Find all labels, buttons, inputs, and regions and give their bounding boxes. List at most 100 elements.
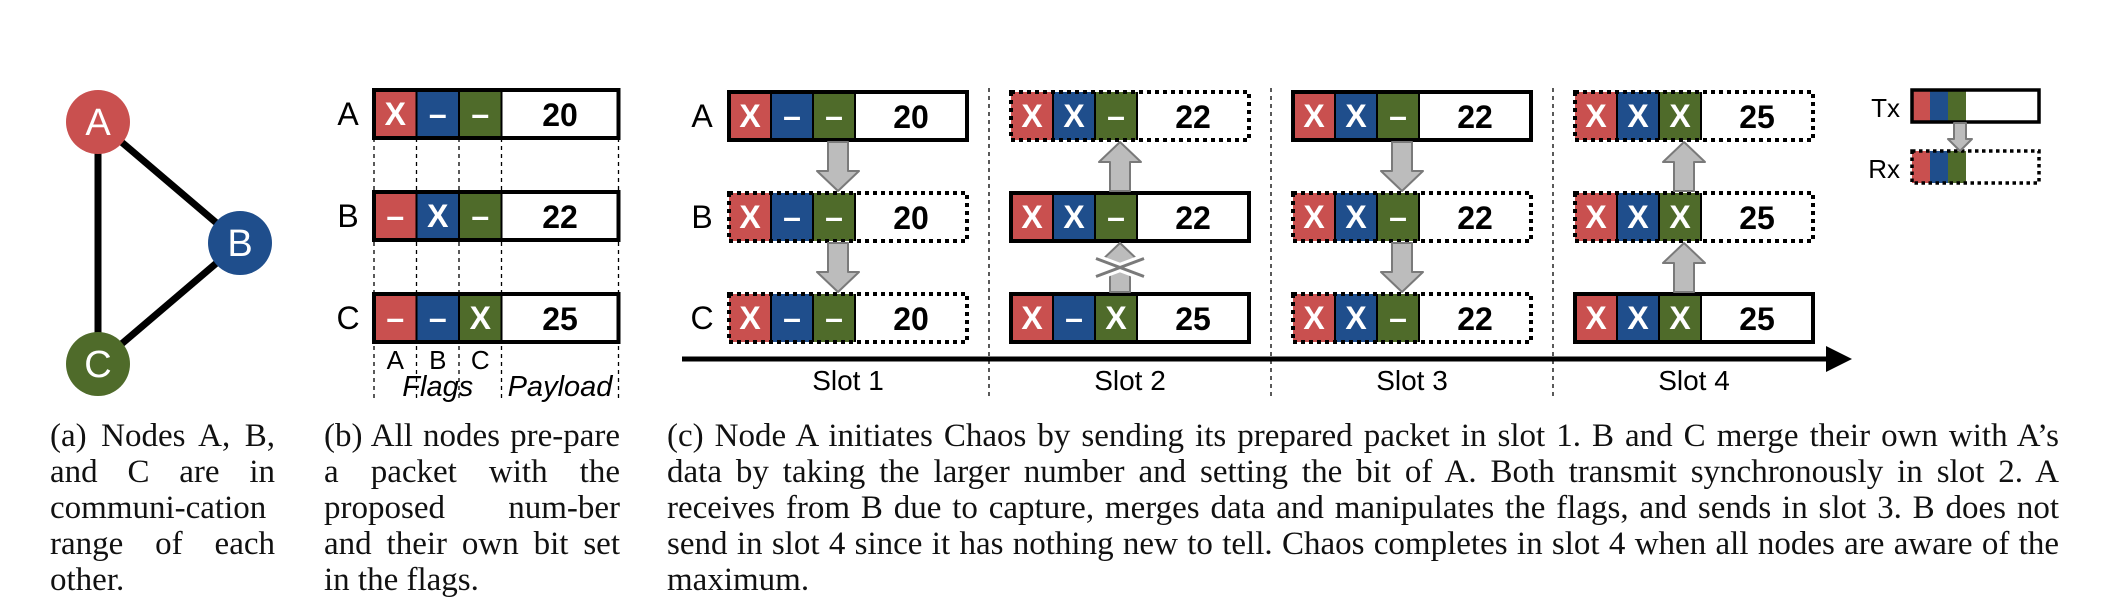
packet-frame-rx bbox=[1291, 292, 1533, 344]
flag-cell bbox=[1011, 193, 1053, 241]
legend-rx-label: Rx bbox=[1868, 154, 1900, 184]
slot-label: Slot 1 bbox=[812, 365, 884, 396]
flag-value: X bbox=[1021, 300, 1043, 336]
flag-value: X bbox=[470, 300, 492, 336]
flag-cell bbox=[374, 294, 417, 342]
legend-flag bbox=[1912, 90, 1930, 122]
flag-cell bbox=[1659, 294, 1701, 342]
arrow-C-to-B bbox=[1662, 242, 1706, 293]
flag-value: – bbox=[783, 98, 801, 134]
payload-value: 22 bbox=[1175, 200, 1211, 236]
row-label-B: B bbox=[337, 198, 358, 234]
packet-frame-tx bbox=[1291, 90, 1533, 142]
packet-frame-tx bbox=[1009, 292, 1251, 344]
packet-frame-rx bbox=[1573, 191, 1815, 243]
flag-cell bbox=[1053, 294, 1095, 342]
flag-cell bbox=[729, 294, 771, 342]
flag-cell bbox=[1659, 92, 1701, 140]
flag-cell bbox=[771, 294, 813, 342]
packet-frame-tx bbox=[727, 90, 969, 142]
arrow-B-to-A bbox=[1662, 141, 1706, 192]
flag-cell bbox=[1095, 193, 1137, 241]
legend-flag bbox=[1948, 90, 1966, 122]
flag-value: X bbox=[739, 300, 761, 336]
flag-cell bbox=[813, 193, 855, 241]
caption-a: (a) Nodes A, B, and C are in communi-cat… bbox=[50, 418, 275, 598]
flag-cell bbox=[729, 193, 771, 241]
row-label-A: A bbox=[337, 96, 359, 132]
flag-cell bbox=[1617, 92, 1659, 140]
node-label-A: A bbox=[85, 102, 111, 144]
flag-value: – bbox=[471, 198, 489, 234]
flag-cell bbox=[1377, 92, 1419, 140]
flag-value: X bbox=[1063, 98, 1085, 134]
slot-row-label-C: C bbox=[690, 300, 713, 336]
flag-value: X bbox=[1345, 300, 1367, 336]
payload-value: 22 bbox=[1457, 301, 1493, 337]
packet-frame-tx bbox=[1009, 191, 1251, 243]
packet-frame-tx bbox=[372, 88, 621, 140]
legend-arrow bbox=[1947, 122, 1973, 152]
flag-value: X bbox=[1669, 300, 1691, 336]
flag-cell bbox=[1095, 294, 1137, 342]
flag-cell bbox=[1575, 193, 1617, 241]
flag-cell bbox=[1011, 92, 1053, 140]
legend-flag bbox=[1948, 151, 1966, 183]
packet-b-A: X––20 bbox=[372, 88, 621, 140]
flag-cell bbox=[1617, 193, 1659, 241]
flag-value: X bbox=[1021, 199, 1043, 235]
flag-value: – bbox=[1065, 300, 1083, 336]
flag-value: X bbox=[1585, 300, 1607, 336]
flag-value: – bbox=[429, 96, 447, 132]
payload-label: Payload bbox=[508, 371, 614, 403]
flag-cell bbox=[416, 294, 459, 342]
legend-tx-label: Tx bbox=[1871, 93, 1900, 123]
flag-value: – bbox=[825, 199, 843, 235]
flag-cell bbox=[1335, 193, 1377, 241]
arrow-B-to-C bbox=[1380, 242, 1424, 293]
node-label-B: B bbox=[227, 223, 252, 265]
flag-value: X bbox=[1303, 199, 1325, 235]
flag-value: X bbox=[385, 96, 407, 132]
flag-cell bbox=[416, 90, 459, 138]
legend-flag bbox=[1930, 90, 1948, 122]
node-C bbox=[66, 332, 130, 396]
legend-flag bbox=[1912, 151, 1930, 183]
flag-value: X bbox=[1669, 199, 1691, 235]
flag-value: – bbox=[825, 98, 843, 134]
legend-frame bbox=[1910, 88, 2041, 124]
payload-value: 20 bbox=[893, 200, 929, 236]
flag-cell bbox=[1377, 294, 1419, 342]
panel-a-topology: ABC bbox=[66, 90, 272, 396]
flag-value: X bbox=[1105, 300, 1127, 336]
legend-tx-packet bbox=[1910, 88, 2041, 124]
flag-cell bbox=[813, 92, 855, 140]
payload-value: 20 bbox=[893, 301, 929, 337]
flag-value: X bbox=[1627, 300, 1649, 336]
packet-frame-tx bbox=[372, 190, 621, 242]
flag-value: – bbox=[1389, 98, 1407, 134]
payload-value: 20 bbox=[542, 97, 578, 133]
flag-cell bbox=[459, 90, 502, 138]
row-label-C: C bbox=[336, 300, 359, 336]
packet-b-B: –X–22 bbox=[372, 190, 621, 242]
flag-value: – bbox=[1389, 300, 1407, 336]
flag-cell bbox=[1293, 193, 1335, 241]
flag-cell bbox=[1575, 294, 1617, 342]
flag-value: X bbox=[739, 98, 761, 134]
flag-value: X bbox=[1585, 199, 1607, 235]
packet-frame-rx bbox=[1009, 90, 1251, 142]
flag-cell bbox=[1377, 193, 1419, 241]
flag-value: X bbox=[1303, 98, 1325, 134]
flag-value: X bbox=[1345, 199, 1367, 235]
